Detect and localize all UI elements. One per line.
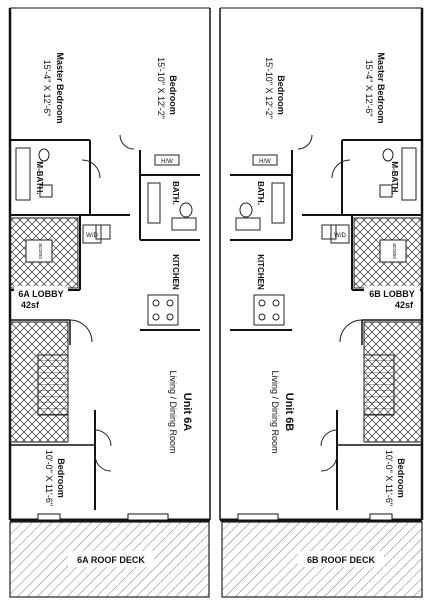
- roof-deck-b-label-bg: [298, 551, 384, 567]
- stairs-b: [363, 354, 395, 416]
- bedroom-b-label: Bedroom: [276, 75, 286, 115]
- access-a-label: access: [37, 243, 43, 259]
- unit-a-label: Unit 6A: [181, 393, 193, 432]
- access-a-box: [25, 239, 53, 263]
- access-b-label: access: [391, 243, 397, 259]
- bedroom3-a-dims: 10'-0" X 11'-6": [44, 450, 54, 506]
- stairs-a: [37, 354, 69, 416]
- roof-deck-a-label-bg: [68, 551, 154, 567]
- mbath-b-label: M-BATH.: [390, 161, 399, 194]
- bedroom-a-dims: 15'-10" X 12'-2": [156, 57, 166, 119]
- bedroom3-a-label: Bedroom: [56, 458, 66, 498]
- lobby-b-area: 42sf: [395, 300, 414, 310]
- lobby-a-label: 6A LOBBY: [18, 289, 63, 299]
- bedroom3-b-dims: 10'-0" X 11'-6": [384, 450, 394, 506]
- hw-a-label: H/W: [161, 159, 173, 165]
- wd-a-label: W/D: [86, 233, 98, 239]
- master-bedroom-a-label: Master Bedroom: [55, 52, 65, 123]
- access-b-box: [379, 239, 407, 263]
- living-a-label: Living / Dining Room: [168, 370, 178, 453]
- fixtures-a: [15, 134, 197, 472]
- lobby-b-label-bg: [364, 286, 420, 310]
- master-bedroom-b-dims: 15'-4" X 12'-6": [364, 60, 374, 117]
- unit-b-label: Unit 6B: [283, 393, 295, 432]
- bedroom-b-dims: 15'-10" X 12'-2": [264, 57, 274, 119]
- roof-deck-b-label: 6B ROOF DECK: [307, 555, 376, 565]
- kitchen-b-label: KITCHEN: [256, 254, 265, 290]
- bath-a-label: BATH.: [171, 181, 180, 205]
- bedroom3-b-label: Bedroom: [396, 458, 406, 498]
- bedroom-a-label: Bedroom: [168, 75, 178, 115]
- lobby-a-label-bg: [14, 286, 68, 310]
- wd-b-label: W/D: [334, 233, 346, 239]
- roof-deck-a-label: 6A ROOF DECK: [77, 555, 145, 565]
- kitchen-a-label: KITCHEN: [171, 254, 180, 290]
- lobby-b-label: 6B LOBBY: [369, 289, 415, 299]
- mbath-a-label: M-BATH.: [35, 161, 44, 194]
- fixtures-b: [235, 134, 417, 472]
- lobby-a-area: 42sf: [21, 300, 40, 310]
- master-bedroom-a-dims: 15'-4" X 12'-6": [42, 60, 52, 117]
- hw-b-label: H/W: [259, 159, 271, 165]
- bath-b-label: BATH.: [256, 181, 265, 205]
- living-b-label: Living / Dining Room: [270, 370, 280, 453]
- master-bedroom-b-label: Master Bedroom: [376, 52, 386, 123]
